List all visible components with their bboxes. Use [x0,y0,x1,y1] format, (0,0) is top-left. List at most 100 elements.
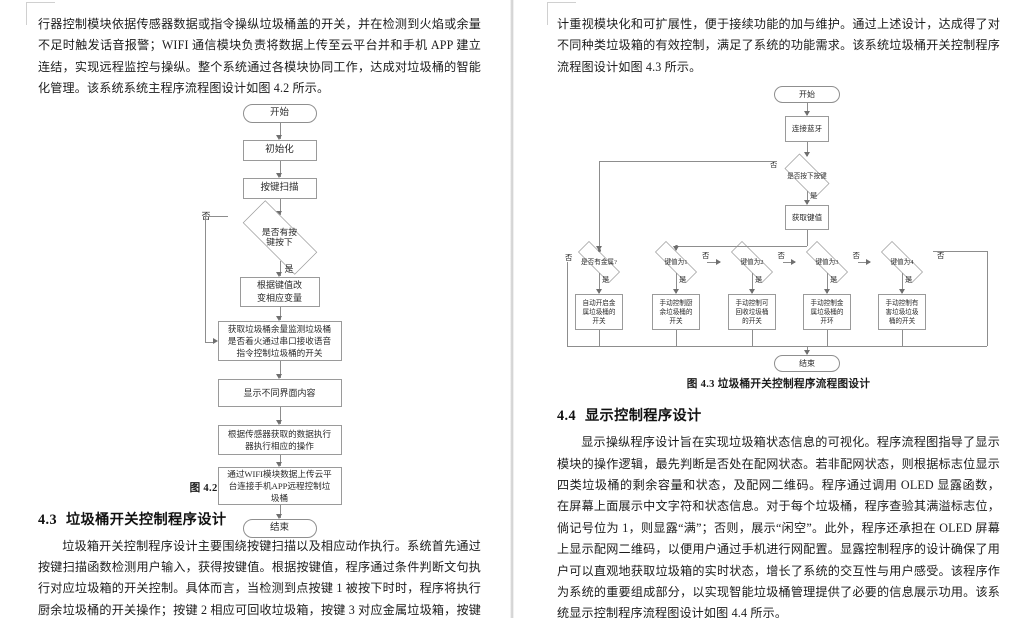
flow-line-act-bus-0 [599,330,600,347]
flow-arrow-into-key1 [672,246,679,252]
flow-arrow-init-scan [276,172,283,178]
flow-line-dec-getkey [807,191,808,205]
heading-4-3-number: 4.3 [38,511,57,528]
flow-line-init-scan [279,160,281,177]
flow-edge-label-yes: 是 [284,263,294,274]
flow-node-scan: 按键扫描 [242,177,317,199]
heading-4-3-title: 垃圾桶开关控制程序设计 [65,511,227,528]
flow-node-label-a_kitchen: 手动控制厨余垃圾桶的开关 [659,299,693,325]
flow-junction-key1 [674,244,678,248]
flow-node-label-display: 显示不同界面内容 [243,387,316,398]
right-paragraph-top: 计重视模块化和可扩展性，便于接续功能的加与维护。通过上述设计，达成得了对不同种类… [557,17,1000,74]
flow-edge-label-metal-no: 否 [565,253,573,263]
heading-4-4-number: 4.4 [557,408,576,425]
flow-line-wifi-end [279,504,281,518]
flow-arrow-dec-act-0 [595,289,602,295]
flow-node-getkey: 获取键值 [785,205,829,231]
flow-decision-keycheck: 是否有按键按下 [228,200,332,275]
flow-loop-bottom [204,341,214,343]
flow-line-getkey-down [807,230,808,247]
page-left: 行器控制模块依据传感器数据或指令操纵垃圾桶盖的开关，并在检测到火焰或余量不足时触… [0,0,503,618]
flow-node-changevar: 根据键值改变相应变量 [239,276,320,307]
flow-line-pressed-no-down [599,161,600,251]
flow-node-label-getkey: 获取键值 [791,212,823,222]
left-paragraph-body: 垃圾箱开关控制程序设计主要围绕按键扫描以及相应动作执行。系统首先通过按键扫描函数… [38,538,481,617]
flow-edge-label-pressed-no: 否 [770,160,778,170]
flow-line-act-bus-1 [676,330,677,347]
flow-node-end: 结束 [774,355,840,373]
flow-node-label-start: 开始 [269,107,289,118]
flow-node-start: 开始 [774,86,840,104]
flow-line-sensor-display [279,360,281,378]
flow-node-label-a_harm: 手动控制有害垃圾垃圾桶的开关 [885,299,919,325]
page-right: 计重视模块化和可扩展性，便于接续功能的加与维护。通过上述设计，达成得了对不同种类… [521,0,1024,618]
flow-line-pressed-no [599,161,777,163]
flow-line-start-init [279,122,281,139]
flow-decision-label-d_key3: 键值为3 [815,258,839,266]
flow-line-dec-act-1 [676,273,677,294]
page-divider [503,0,521,618]
page-right-content: 计重视模块化和可扩展性，便于接续功能的加与维护。通过上述设计，达成得了对不同种类… [557,14,1000,618]
flow-node-a_metal2: 手动控制金属垃圾桶的开环 [803,294,851,331]
flow-line-act-bus-4 [902,330,903,347]
flow-line-act-bus-2 [752,330,753,347]
flow-decision-d_metal: 是否有金属? [568,241,630,284]
flow-node-execute: 根据传感器获取的数据执行器执行相应的操作 [217,424,342,455]
flow-arrow-bt-dec [803,152,810,158]
flow-arrow-display-exec [276,419,283,425]
page-left-content: 行器控制模块依据传感器数据或指令操纵垃圾桶盖的开关，并在检测到火焰或余量不足时触… [38,14,481,618]
flow-arrow-var-sensor [276,315,283,321]
flow-node-label-start: 开始 [799,89,815,99]
flow-node-label-init: 初始化 [265,144,294,155]
flow-arrow-wifi-end [276,513,283,519]
flow-line-bus-left [567,262,568,347]
flow-node-display: 显示不同界面内容 [217,378,342,407]
flow-line-key-no-2 [783,262,795,264]
flow-loop-arrow [212,338,218,345]
flow-edge-label-key-no-1: 否 [702,251,710,261]
left-paragraph-top: 行器控制模块依据传感器数据或指令操纵垃圾桶盖的开关，并在检测到火焰或余量不足时触… [38,17,481,96]
flow-arrow-sensor-display [276,373,283,379]
flow-node-label-end: 结束 [269,522,289,533]
heading-4-3: 4.3 垃圾桶开关控制程序设计 [38,509,481,529]
flow-line-scan-dec [279,198,281,215]
flow-decision-pressed: 是否按下按键 [777,153,837,199]
flow-line-exec-wifi [279,454,281,466]
flow-arrow-dec-var [276,271,283,277]
right-paragraph-body: 显示操纵程序设计旨在实现垃圾箱状态信息的可视化。程序流程图指导了显示模块的操作逻… [557,435,1000,618]
flow-node-label-execute: 根据传感器获取的数据执行器执行相应的操作 [227,428,332,451]
flow-line-dec-act-4 [902,273,903,294]
flow-edge-label-yes-2: 是 [755,275,763,285]
flow-node-wifi: 通过WIFI模块数据上传云平台连接手机APP远程控制垃圾桶 [217,466,342,505]
flow-decision-d_key1: 键值为1 [645,241,707,284]
flow-line-act-bus-3 [827,330,828,347]
flow-arrow-dec-act-1 [672,289,679,295]
flow-edge-label-pressed-yes: 是 [810,191,818,201]
flow-line-start-bt [807,103,808,116]
flow-node-sensor: 获取垃圾桶余量监测垃圾桶是否着火通过串口接收语音指令控制垃圾桶的开关 [217,320,342,361]
flow-edge-label-yes-1: 是 [679,275,687,285]
flow-node-label-end: 结束 [799,358,815,368]
flow-node-label-bluetooth: 连接蓝牙 [791,124,823,134]
flowchart-main-program: 开始初始化按键扫描是否有按键按下否是根据键值改变相应变量获取垃圾桶余量监测垃圾桶… [50,103,470,538]
crop-mark-top-left-right-page [547,2,576,25]
flow-arrow-start-init [276,134,283,140]
flow-edge-label-yes-0: 是 [602,275,610,285]
flow-arrow-dec-getkey [803,200,810,206]
flow-node-a_harm: 手动控制有害垃圾垃圾桶的开关 [878,294,926,331]
flow-decision-label-d_key4: 键值为4 [890,258,914,266]
flow-arrow-key-no-2 [791,259,796,266]
flow-arrow-key-no-1 [716,259,721,266]
flow-node-end: 结束 [242,518,317,538]
flow-arrow-dec-act-2 [748,289,755,295]
flow-decision-d_key4: 键值为4 [871,241,933,284]
flow-edge-label-yes-4: 是 [905,275,913,285]
flow-line-bt-dec [807,142,808,157]
flow-loop-side [204,215,206,342]
flow-line-dec-act-2 [752,273,753,294]
flow-arrow-bus-end [803,350,810,356]
flow-edge-label-key4-no: 否 [937,251,945,261]
